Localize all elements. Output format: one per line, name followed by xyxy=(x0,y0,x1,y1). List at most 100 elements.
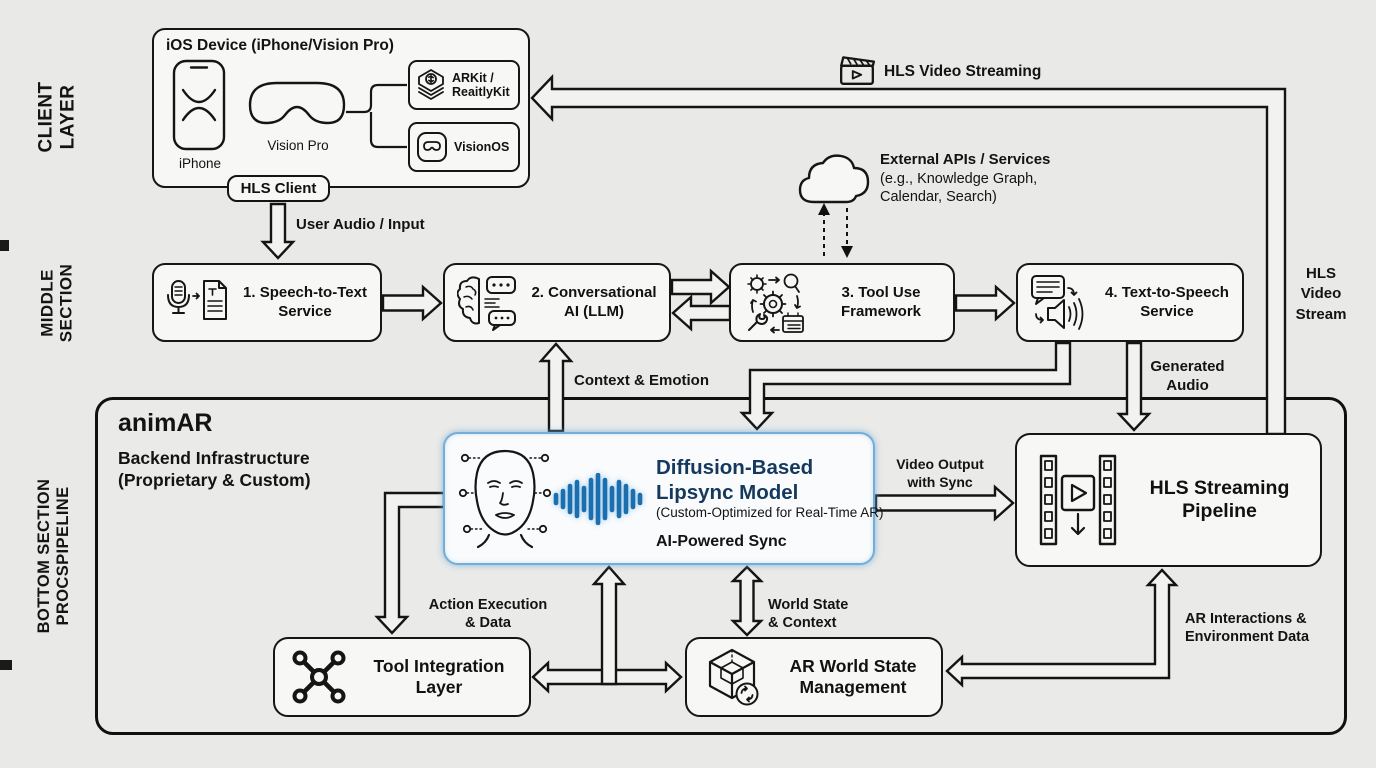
lipsync-tag: AI-Powered Sync xyxy=(656,533,787,550)
text-to-speech-title: 4. Text-to-Speech Service xyxy=(1100,284,1234,321)
ar-world-state-title: AR World State Management xyxy=(775,656,931,698)
external-apis-label: External APIs / Services (e.g., Knowledg… xyxy=(880,150,1050,207)
arkit-label: ARKit / ReaitlyKit xyxy=(452,71,510,100)
edge-artifact xyxy=(0,240,9,251)
ar-world-state-line2: Management xyxy=(799,677,907,697)
visionpro-label: Vision Pro xyxy=(267,138,329,153)
arrow-lipsync-to-tool xyxy=(374,491,446,635)
iphone-label: iPhone xyxy=(178,156,222,171)
generated-audio-line2: Audio xyxy=(1166,376,1209,394)
face-tracking-icon xyxy=(458,449,552,549)
action-execution-line1: Action Execution xyxy=(428,597,548,613)
visionos-box: VisionOS xyxy=(408,122,520,172)
arrow-generated-audio xyxy=(1116,341,1152,432)
visionos-icon xyxy=(417,132,447,162)
hls-pipeline-line1: HLS Streaming xyxy=(1149,476,1290,499)
ar-interactions-line2: Environment Data xyxy=(1185,629,1310,646)
hls-video-stream-label: HLS Video Stream xyxy=(1288,264,1354,325)
box2-line2: AI (LLM) xyxy=(564,302,624,320)
hls-pipeline-title: HLS Streaming Pipeline xyxy=(1131,477,1308,524)
video-output-label: Video Output with Sync xyxy=(890,456,990,491)
generated-audio-line1: Generated xyxy=(1150,358,1225,375)
arrow-ai-to-tool xyxy=(670,268,731,306)
ar-interactions-line1: AR Interactions & xyxy=(1185,611,1307,627)
hls-stream-line3: Stream xyxy=(1295,305,1347,323)
box1-line2: Service xyxy=(278,302,332,320)
visionpro-icon xyxy=(248,81,346,125)
ar-world-state-box: AR World State Management xyxy=(685,637,943,717)
tool-integration-line2: Layer xyxy=(415,677,463,697)
hls-video-streaming-label: HLS Video Streaming xyxy=(884,63,1042,80)
conversational-ai-title: 2. Conversational AI (LLM) xyxy=(527,284,661,321)
conversational-ai-icon xyxy=(457,275,516,331)
box3-line2: Framework xyxy=(840,302,922,320)
tool-integration-box: Tool Integration Layer xyxy=(273,637,531,717)
lipsync-title-line2: Lipsync Model xyxy=(656,480,799,504)
external-apis-line1: External APIs / Services xyxy=(880,151,1051,168)
arrow-stt-to-ai xyxy=(381,284,443,322)
video-output-line1: Video Output xyxy=(896,456,984,472)
hls-stream-line1: HLS xyxy=(1306,265,1336,282)
ios-device-title: iOS Device (iPhone/Vision Pro) xyxy=(166,37,394,54)
video-output-line2: with Sync xyxy=(907,473,973,490)
clapperboard-icon xyxy=(840,56,876,85)
arkit-box: ARKit / ReaitlyKit xyxy=(408,60,520,110)
hls-pipeline-line2: Pipeline xyxy=(1182,500,1257,522)
dashed-link-down-head xyxy=(841,246,853,258)
world-state-label: World State & Context xyxy=(768,596,868,632)
arrow-tool-to-tts xyxy=(954,284,1016,322)
arrow-hls-stream xyxy=(530,74,1287,436)
edge-artifact xyxy=(0,660,12,670)
backend-subtitle-line2: (Proprietary & Custom) xyxy=(118,470,311,491)
arrow-ar-interactions xyxy=(945,568,1179,688)
arrow-tool-to-ai xyxy=(671,294,732,332)
box2-line1: 2. Conversational xyxy=(531,284,657,302)
ar-interactions-label: AR Interactions & Environment Data xyxy=(1185,610,1309,646)
dashed-link-up-head xyxy=(818,203,830,215)
hls-client-label: HLS Client xyxy=(240,180,317,197)
arrow-junction-to-lipsync xyxy=(591,565,627,686)
lipsync-subtitle: (Custom-Optimized for Real-Time AR) xyxy=(656,505,884,520)
ar-cube-icon xyxy=(708,648,759,706)
ar-world-state-line1: AR World State xyxy=(789,656,917,676)
cloud-icon xyxy=(798,154,870,204)
hls-client-pill: HLS Client xyxy=(227,175,330,202)
hls-stream-line2: Video xyxy=(1300,285,1342,303)
box1-line1: 1. Speech-to-Text xyxy=(243,284,367,302)
box4-line1: 4. Text-to-Speech xyxy=(1105,284,1229,302)
text-to-speech-icon xyxy=(1031,274,1084,330)
external-apis-line2: (e.g., Knowledge Graph, xyxy=(880,170,1038,187)
arrow-video-output xyxy=(874,484,1015,522)
speech-to-text-box: 1. Speech-to-Text Service xyxy=(152,263,382,342)
conversational-ai-box: 2. Conversational AI (LLM) xyxy=(443,263,671,342)
hls-pipeline-box: HLS Streaming Pipeline xyxy=(1015,433,1322,567)
arrow-user-audio xyxy=(260,202,296,260)
external-apis-line3: Calendar, Search) xyxy=(880,189,997,206)
arrow-worldstate-context xyxy=(730,565,764,637)
tool-integration-line1: Tool Integration xyxy=(373,656,505,676)
speech-to-text-icon xyxy=(167,279,227,320)
text-to-speech-box: 4. Text-to-Speech Service xyxy=(1016,263,1244,342)
tool-use-icon xyxy=(747,273,804,333)
arrow-context-emotion xyxy=(538,342,574,433)
visionos-label: VisionOS xyxy=(454,140,510,154)
context-emotion-label: Context & Emotion xyxy=(574,372,709,389)
backend-subtitle: Backend Infrastructure (Proprietary & Cu… xyxy=(118,447,311,492)
lipsync-model-box xyxy=(443,432,875,565)
world-state-line1: World State xyxy=(768,597,849,613)
speech-to-text-title: 1. Speech-to-Text Service xyxy=(238,284,372,321)
waveform-icon xyxy=(553,473,643,525)
world-state-line2: & Context xyxy=(768,615,837,632)
action-execution-line2: & Data xyxy=(465,615,511,632)
lipsync-title-line1: Diffusion-Based xyxy=(656,456,814,479)
device-bracket xyxy=(346,83,407,149)
generated-audio-label: Generated Audio xyxy=(1150,358,1225,396)
action-execution-label: Action Execution & Data xyxy=(428,596,548,632)
integration-knot-icon xyxy=(292,650,346,704)
arkit-line2: ReaitlyKit xyxy=(452,85,510,99)
user-audio-label: User Audio / Input xyxy=(296,216,425,233)
box3-line1: 3. Tool Use xyxy=(841,284,921,302)
box4-line2: Service xyxy=(1140,302,1194,320)
iphone-icon xyxy=(172,59,226,151)
